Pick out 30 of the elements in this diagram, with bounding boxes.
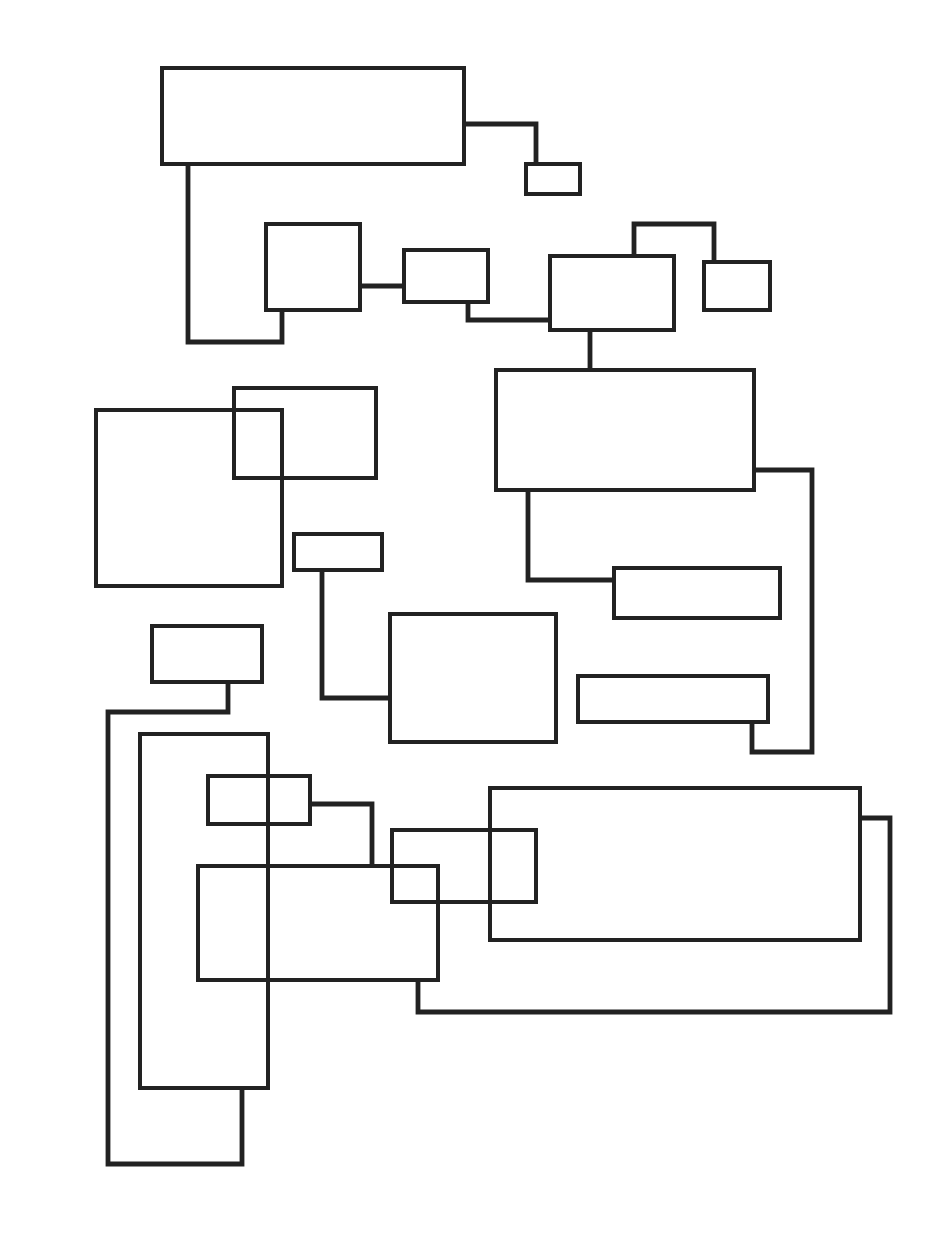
empty-box xyxy=(575,673,771,725)
empty-box xyxy=(487,785,863,943)
connector-line xyxy=(319,570,390,701)
empty-box xyxy=(263,221,363,313)
connector-line xyxy=(105,682,245,1167)
connector-line xyxy=(310,801,375,866)
empty-box xyxy=(205,773,313,827)
connector-line xyxy=(465,302,550,323)
connector-line xyxy=(631,221,717,262)
empty-box xyxy=(547,253,677,333)
connector-line xyxy=(185,164,285,345)
connector-line xyxy=(360,283,404,289)
connector-line xyxy=(587,330,593,370)
empty-box xyxy=(493,367,757,493)
empty-box xyxy=(137,731,271,1091)
empty-box xyxy=(195,863,441,983)
empty-box xyxy=(401,247,491,305)
connector-line xyxy=(525,490,614,583)
empty-box xyxy=(149,623,265,685)
empty-box xyxy=(389,827,539,905)
empty-box xyxy=(291,531,385,573)
empty-box xyxy=(159,65,467,167)
empty-box xyxy=(231,385,379,481)
connector-line xyxy=(464,121,539,164)
empty-box xyxy=(701,259,773,313)
connector-line xyxy=(749,467,815,755)
empty-box xyxy=(523,161,583,197)
empty-box xyxy=(93,407,285,589)
empty-box xyxy=(611,565,783,621)
empty-box xyxy=(387,611,559,745)
